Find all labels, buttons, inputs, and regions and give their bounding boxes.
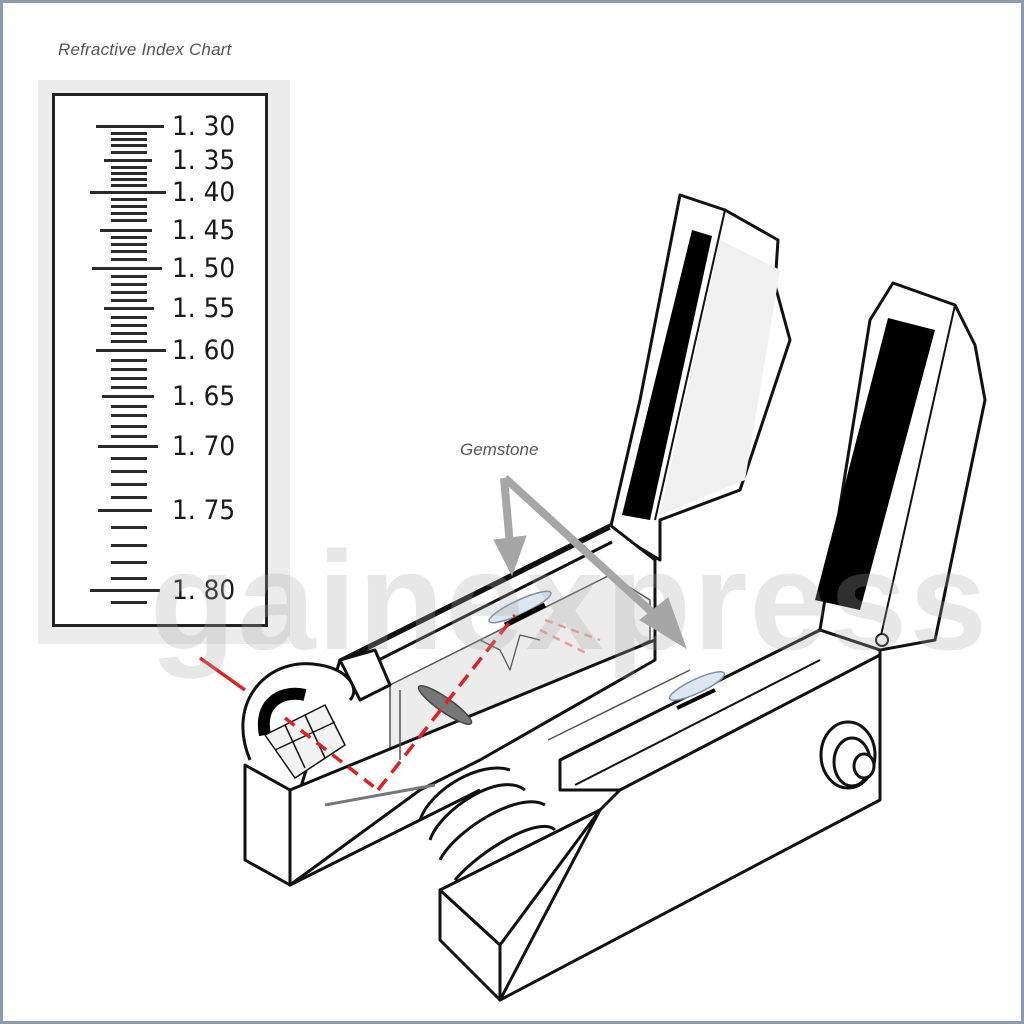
right-refractometer [418,281,987,1002]
major-tick [98,509,152,512]
minor-tick [111,414,147,417]
minor-tick [111,470,147,473]
minor-tick [111,299,147,302]
minor-tick [111,457,147,460]
major-tick [102,395,154,398]
scale-label: 1. 70 [172,431,236,462]
arrow-head-right-icon [639,597,687,650]
minor-tick [111,340,147,343]
minor-tick [111,316,147,319]
minor-tick [111,166,147,169]
scale-label: 1. 75 [172,495,236,526]
minor-tick [111,601,147,604]
scale-label: 1. 60 [172,335,236,366]
minor-tick [111,561,147,564]
scale-label: 1. 55 [172,293,236,324]
scale-label: 1. 80 [172,575,236,606]
minor-tick [111,184,147,187]
right-lid-inner [815,318,935,610]
minor-tick [111,435,147,438]
major-tick [90,589,160,592]
minor-tick [111,151,147,154]
right-eyepiece [418,766,557,881]
minor-tick [111,243,147,246]
minor-tick [111,178,147,181]
major-tick [96,125,164,128]
major-tick [90,191,166,194]
minor-tick [111,291,147,294]
minor-tick [111,359,147,362]
minor-tick [111,483,147,486]
gemstone-arrows [493,475,687,650]
light-ray-path [198,613,601,792]
minor-tick [111,496,147,499]
major-tick [98,445,158,448]
minor-tick [111,386,147,389]
minor-tick [111,405,147,408]
mirror [324,783,436,807]
major-tick [104,159,152,162]
right-body-side [498,653,882,1002]
arrow-head-left-icon [493,535,527,577]
left-refractometer [241,193,792,887]
gemstone-right [668,671,726,701]
scale-label: 1. 50 [172,253,236,284]
chart-title: Refractive Index Chart [58,40,232,59]
minor-tick [111,258,147,261]
minor-tick [111,250,147,253]
minor-tick [111,526,147,529]
minor-tick [111,275,147,278]
scale-label: 1. 45 [172,215,236,246]
scale-label: 1. 65 [172,381,236,412]
minor-tick [111,544,147,547]
major-tick [92,267,162,270]
minor-tick [111,144,147,147]
minor-tick [111,577,147,580]
minor-tick [111,172,147,175]
minor-tick [111,377,147,380]
minor-tick [111,198,147,201]
minor-tick [111,332,147,335]
major-tick [96,349,166,352]
scale-label: 1. 40 [172,177,236,208]
minor-tick [111,212,147,215]
eyepiece-reticle [264,704,346,779]
left-lid-inner [622,230,712,520]
minor-tick [111,283,147,286]
minor-tick [111,368,147,371]
major-tick [104,307,154,310]
refractive-index-scale [52,93,268,627]
gemstone-label: Gemstone [460,440,539,459]
minor-tick [111,425,147,428]
major-tick [100,229,152,232]
adjustment-knob [819,720,877,790]
minor-tick [111,219,147,222]
minor-tick [111,236,147,239]
minor-tick [111,138,147,141]
scale-label: 1. 30 [172,111,236,142]
minor-tick [111,205,147,208]
minor-tick [111,324,147,327]
scale-label: 1. 35 [172,145,236,176]
minor-tick [111,132,147,135]
